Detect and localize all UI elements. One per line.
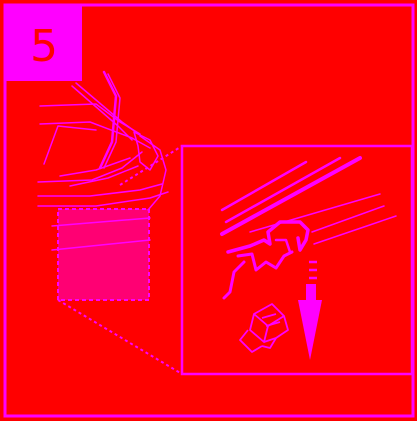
detail-zoom-panel bbox=[182, 146, 412, 374]
highlight-area bbox=[58, 209, 149, 300]
step-badge: 5 bbox=[5, 5, 82, 81]
step-number: 5 bbox=[30, 21, 58, 72]
